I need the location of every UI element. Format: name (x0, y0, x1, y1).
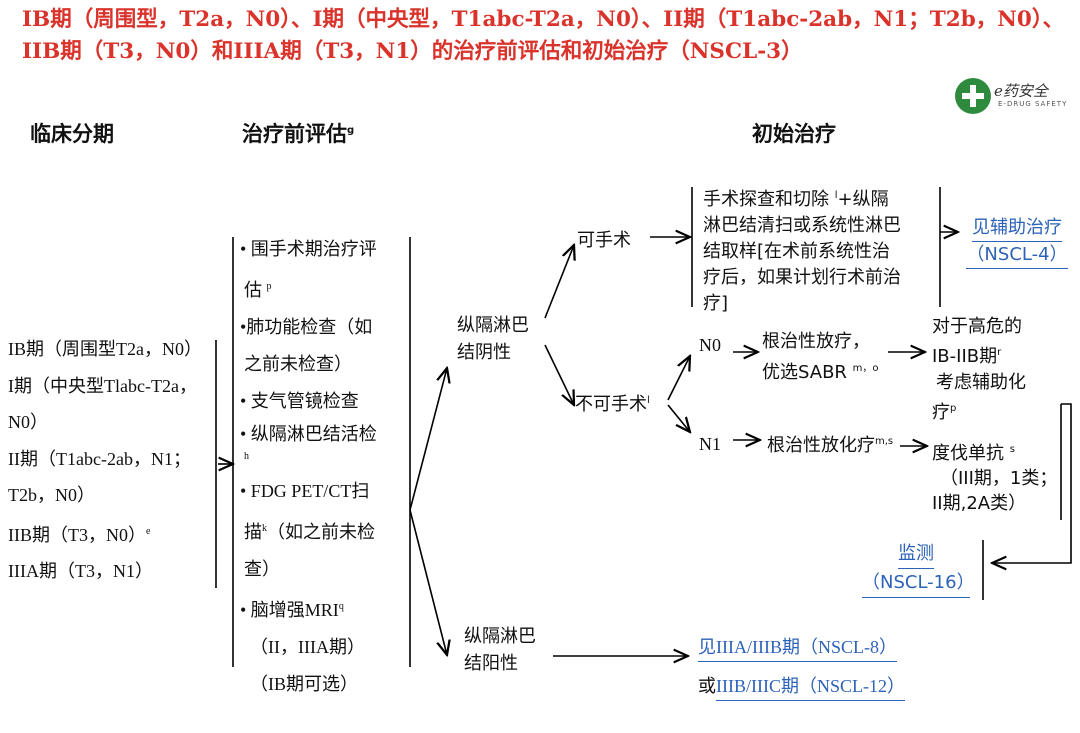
surgery-text: 手术探查和切除 l+纵隔 淋巴结清扫或系统性淋巴结取样[在术前系统性治疗后，如果… (703, 189, 901, 314)
eval-list: • 围手术期治疗评 估 p •肺功能检查（如 之前未检查） • 支气管镜检查 •… (240, 231, 412, 703)
node-negative: 纵隔淋巴结阴性 (457, 315, 529, 363)
eval-item: • 纵隔淋巴结活检 (240, 424, 377, 444)
arrow-eval-to-negative (409, 368, 447, 511)
eval-item: • 支气管镜检查 (240, 391, 359, 411)
eval-item: （IB期可选） (250, 674, 358, 694)
arrow-to-monitor (992, 403, 1072, 563)
stage-line: I期（中央型Tlabc-T2a， (8, 375, 197, 396)
arrow-to-inoperable (544, 344, 574, 405)
arrow-eval-to-positive (409, 509, 447, 655)
eval-item: h (244, 451, 249, 462)
eval-item: 之前未检查） (244, 354, 352, 374)
eval-item: 估 p (244, 280, 272, 300)
stage-line: T2b，N0） (8, 485, 95, 505)
eval-item: 查） (244, 559, 280, 579)
durvalumab-text: 度伐单抗 s （III期，1类； II期,2A类） (932, 443, 1058, 514)
header-staging: 临床分期 (30, 122, 114, 146)
stage-line: II期（T1abc-2ab，N1； (8, 448, 191, 469)
eval-item: • 围手术期治疗评 (240, 239, 377, 259)
rt-n0: 根治性放疗，优选SABR m，o (762, 331, 879, 383)
high-risk-text: 对于高危的 IB-IIB期r 考虑辅助化 疗p (932, 316, 1026, 423)
page-title: IB期（周围型，T2a，N0）、I期（中央型，T1abc-T2a，N0）、II期… (22, 7, 1065, 64)
stage-line: IIB期（T3，N0）e (8, 524, 151, 545)
header-treatment: 初始治疗 (752, 122, 836, 146)
see-nscl12[interactable]: 或IIIB/IIIC期（NSCL-12） (698, 673, 905, 701)
stage-line: N0） (8, 412, 48, 432)
adjuvant-link[interactable]: 见辅助治疗（NSCL-4） (963, 215, 1071, 269)
staging-list: IB期（周围型T2a，N0） I期（中央型Tlabc-T2a， N0） II期（… (8, 331, 218, 590)
rt-n1: 根治性放化疗m,s (767, 435, 894, 456)
monitor-link[interactable]: 监测（NSCL-16） (862, 540, 975, 598)
logo-sub: E-DRUG SAFETY (998, 100, 1068, 108)
logo-icon (955, 78, 991, 114)
eval-item: • 脑增强MRIq (240, 600, 344, 620)
arrow-to-n0 (667, 356, 690, 401)
arrow-to-operable (544, 245, 574, 319)
eval-item: •肺功能检查（如 (240, 317, 373, 337)
see-nscl8[interactable]: 见IIIA/IIIB期（NSCL-8） (698, 634, 897, 662)
n1-label: N1 (699, 434, 721, 454)
stage-line: IIIA期（T3，N1） (8, 561, 153, 581)
n0-label: N0 (699, 335, 721, 355)
node-positive: 纵隔淋巴结阳性 (464, 626, 536, 674)
stage-line: IB期（周围型T2a，N0） (8, 339, 202, 359)
inoperable-label: 不可手术l (575, 394, 650, 415)
logo-brand: e药安全 (994, 82, 1048, 100)
eval-item: • FDG PET/CT扫 (240, 481, 370, 501)
eval-item: （II，IIIA期） (250, 637, 365, 657)
eval-item: 描k（如之前未检 (244, 522, 375, 542)
header-eval: 治疗前评估g (242, 122, 355, 146)
operable-label: 可手术 (577, 230, 631, 251)
arrow-to-n1 (667, 404, 690, 432)
